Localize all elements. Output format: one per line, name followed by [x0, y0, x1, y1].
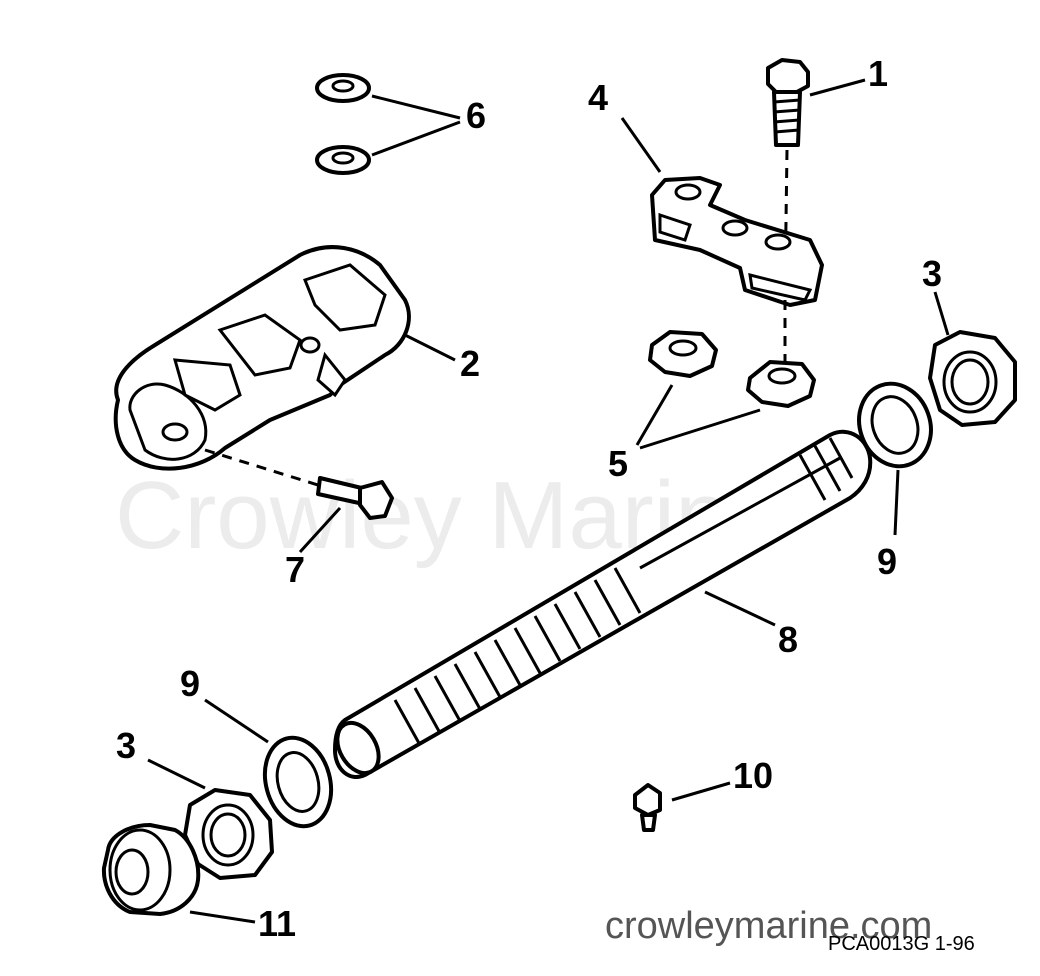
callout-1: 1: [868, 53, 888, 94]
leader-6b: [371, 120, 461, 157]
leader-10: [671, 781, 731, 802]
callout-3-upper: 3: [922, 253, 942, 294]
axis-1: [783, 149, 789, 293]
leader-4: [620, 117, 662, 173]
leader-1: [809, 78, 866, 97]
leader-7: [298, 506, 342, 554]
callout-9-lower: 9: [180, 663, 200, 704]
leader-5a: [635, 384, 674, 446]
leader-2: [404, 333, 456, 362]
part-9-washer-lower: [262, 735, 334, 829]
leader-8: [704, 590, 776, 627]
leader-3b: [147, 758, 206, 790]
leader-3a: [933, 291, 950, 336]
leader-6a: [371, 94, 461, 120]
callout-5: 5: [608, 443, 628, 484]
part-5-nuts: [648, 330, 816, 408]
axis-7: [204, 448, 319, 487]
watermark-url: crowleymarine.com: [605, 905, 932, 947]
callout-9-upper: 9: [877, 541, 897, 582]
callout-7: 7: [285, 549, 305, 590]
part-8-tube: [333, 429, 873, 779]
leader-9a: [893, 469, 900, 536]
callout-10: 10: [733, 755, 773, 796]
part-6-washers: [315, 73, 371, 175]
leader-9b: [204, 698, 269, 744]
part-2-bracket: [113, 245, 411, 471]
part-1-bolt: [766, 58, 810, 147]
callout-8: 8: [778, 619, 798, 660]
part-10-grease-fitting: [633, 783, 662, 832]
part-4-clamp-bar: [650, 176, 824, 307]
callout-2: 2: [460, 343, 480, 384]
callout-11: 11: [258, 903, 296, 944]
callout-6: 6: [466, 95, 486, 136]
part-9-washer-upper: [857, 381, 933, 469]
part-3-locknut-upper: [928, 330, 1017, 427]
leader-5b: [639, 408, 761, 450]
part-11-cap-nut: [101, 823, 201, 916]
part-7-screw: [316, 476, 394, 520]
drawing-code: PCA0013G 1-96: [828, 933, 975, 955]
part-3-locknut-lower: [183, 788, 274, 880]
callout-4: 4: [588, 77, 608, 118]
callout-3-lower: 3: [116, 725, 136, 766]
leader-11: [189, 910, 256, 924]
